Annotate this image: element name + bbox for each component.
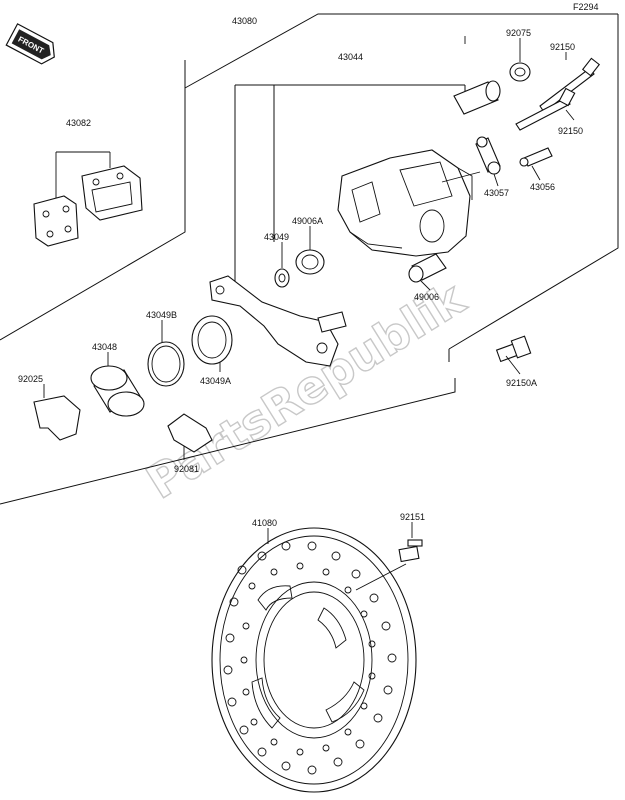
part-labels: 43080 43044 92075 92150 92150 43082 4305…	[18, 16, 583, 528]
part-label-92151: 92151	[400, 512, 425, 522]
bolt-92150a	[495, 335, 532, 363]
clip-92081	[167, 413, 213, 453]
brake-disc-41080	[211, 527, 417, 793]
sleeve-43044	[453, 80, 501, 115]
part-label-92025: 92025	[18, 374, 43, 384]
ring-43049b	[147, 341, 185, 387]
pad-bracket-lines	[55, 151, 111, 198]
pin-92150-lower	[515, 87, 576, 131]
part-label-92150a: 92150A	[506, 378, 537, 388]
disc-bolt-92151	[355, 539, 423, 591]
part-label-92075: 92075	[506, 28, 531, 38]
bleeder-43056	[519, 147, 553, 167]
link-43057	[475, 136, 501, 175]
part-label-43044: 43044	[338, 52, 363, 62]
part-label-92150-lower: 92150	[558, 126, 583, 136]
disc-vent-holes	[223, 541, 397, 775]
assembly-frame	[0, 13, 619, 505]
diagram-code: F2294	[573, 2, 599, 12]
part-label-41080: 41080	[252, 518, 277, 528]
part-label-43057: 43057	[484, 188, 509, 198]
brake-pad-front	[33, 195, 79, 247]
seal-43049a	[191, 315, 233, 365]
brake-pad-rear	[81, 165, 143, 221]
front-arrow-icon: FRONT	[5, 23, 55, 65]
leader-lines	[43, 36, 575, 544]
part-label-92150-upper: 92150	[550, 42, 575, 52]
part-label-43049: 43049	[264, 232, 289, 242]
part-label-43056: 43056	[530, 182, 555, 192]
part-label-49006a: 49006A	[292, 216, 323, 226]
o-ring-43049	[274, 268, 290, 288]
spring-92025	[33, 395, 81, 441]
part-label-43082: 43082	[66, 118, 91, 128]
caliper-bracket	[209, 275, 347, 367]
caliper-body	[337, 149, 473, 257]
part-label-49006: 49006	[414, 292, 439, 302]
boot-49006a	[295, 249, 325, 275]
piston-43048	[90, 365, 145, 417]
part-label-43080: 43080	[232, 16, 257, 26]
part-label-43048: 43048	[92, 342, 117, 352]
part-label-43049b: 43049B	[146, 310, 177, 320]
part-label-92081: 92081	[174, 464, 199, 474]
boot-92075	[509, 62, 531, 82]
part-label-43049a: 43049A	[200, 376, 231, 386]
slide-pin-49006	[408, 253, 447, 283]
